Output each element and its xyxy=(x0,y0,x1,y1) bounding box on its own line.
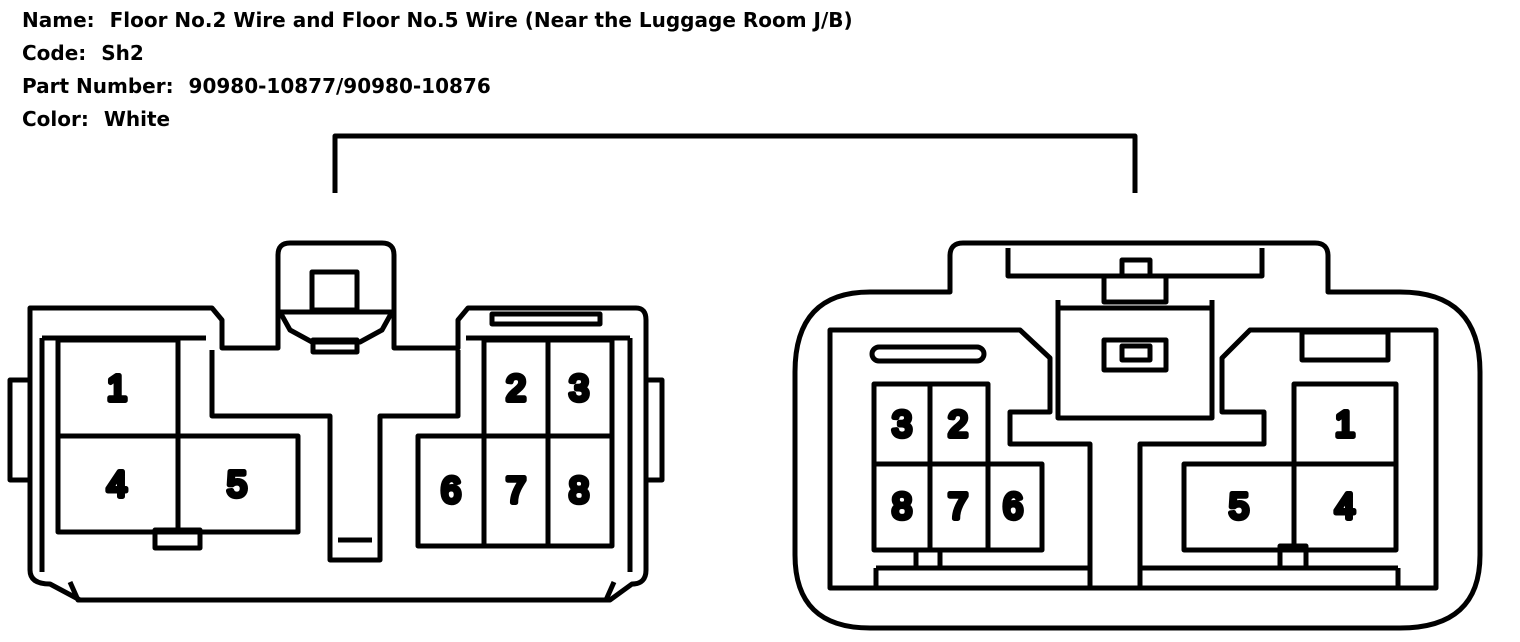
right-cavity-group-right xyxy=(1181,381,1399,553)
left-latch-cutout xyxy=(277,309,395,345)
right-latch-well xyxy=(1055,305,1215,421)
right-retainer-clip-left xyxy=(913,547,943,571)
right-pin-4: 4 xyxy=(1335,486,1355,527)
left-latch-key xyxy=(310,337,360,355)
right-cavity-group-left xyxy=(871,381,1045,553)
left-pin-6: 6 xyxy=(441,470,461,511)
right-center-post xyxy=(1055,300,1215,308)
right-pin-5: 5 xyxy=(1229,486,1249,527)
right-latch-inner-key xyxy=(1119,343,1153,363)
right-pin-3: 3 xyxy=(892,404,912,445)
name-value: Floor No.2 Wire and Floor No.5 Wire (Nea… xyxy=(109,8,853,32)
left-pin-7: 7 xyxy=(506,470,526,511)
left-center-rail xyxy=(209,350,461,563)
left-connector xyxy=(7,240,665,603)
code-label: Code: xyxy=(22,41,87,65)
left-pin-grid xyxy=(58,340,612,546)
code-value: Sh2 xyxy=(101,41,144,65)
part-number-label: Part Number: xyxy=(22,74,174,98)
left-connector-body xyxy=(27,240,649,603)
left-retainer-clip xyxy=(152,527,203,551)
left-top-slot xyxy=(489,311,603,327)
right-pin-7: 7 xyxy=(948,486,968,527)
left-pin-4: 4 xyxy=(107,464,127,505)
left-pin-2: 2 xyxy=(506,368,526,409)
pair-bracket xyxy=(332,133,1138,193)
color-value: White xyxy=(103,107,171,131)
right-latch-inner xyxy=(1101,337,1169,373)
right-inner-housing xyxy=(827,327,1439,591)
color-label: Color: xyxy=(22,107,89,131)
right-latch-top xyxy=(1101,273,1169,305)
left-side-tab-right xyxy=(643,377,665,483)
right-pin-2: 2 xyxy=(948,404,968,445)
left-pin-3: 3 xyxy=(569,368,589,409)
right-retainer-clip-right xyxy=(1277,543,1309,571)
left-pin-1: 1 xyxy=(107,368,127,409)
color-row: Color: White xyxy=(22,103,853,136)
right-bottom-rail xyxy=(873,565,1401,588)
right-connector xyxy=(792,240,1483,631)
left-pin-5: 5 xyxy=(227,464,247,505)
left-pin-8: 8 xyxy=(569,470,589,511)
part-number-value: 90980-10877/90980-10876 xyxy=(188,74,491,98)
right-latch-top-key xyxy=(1119,257,1153,279)
right-pin-grid xyxy=(874,384,1396,550)
left-latch-window xyxy=(309,269,360,313)
name-row: Name: Floor No.2 Wire and Floor No.5 Wir… xyxy=(22,4,853,37)
connector-info: Name: Floor No.2 Wire and Floor No.5 Wir… xyxy=(22,4,853,136)
name-label: Name: xyxy=(22,8,95,32)
right-pin-1: 1 xyxy=(1335,404,1355,445)
right-pin-8: 8 xyxy=(892,486,912,527)
part-number-row: Part Number: 90980-10877/90980-10876 xyxy=(22,70,853,103)
right-connector-shell xyxy=(792,240,1483,631)
code-row: Code: Sh2 xyxy=(22,37,853,70)
left-connector-base xyxy=(67,580,617,603)
right-pin-6: 6 xyxy=(1003,486,1023,527)
left-side-tab-left xyxy=(7,377,33,483)
right-top-slot-right xyxy=(1299,329,1391,363)
right-top-slot-left xyxy=(869,344,987,364)
